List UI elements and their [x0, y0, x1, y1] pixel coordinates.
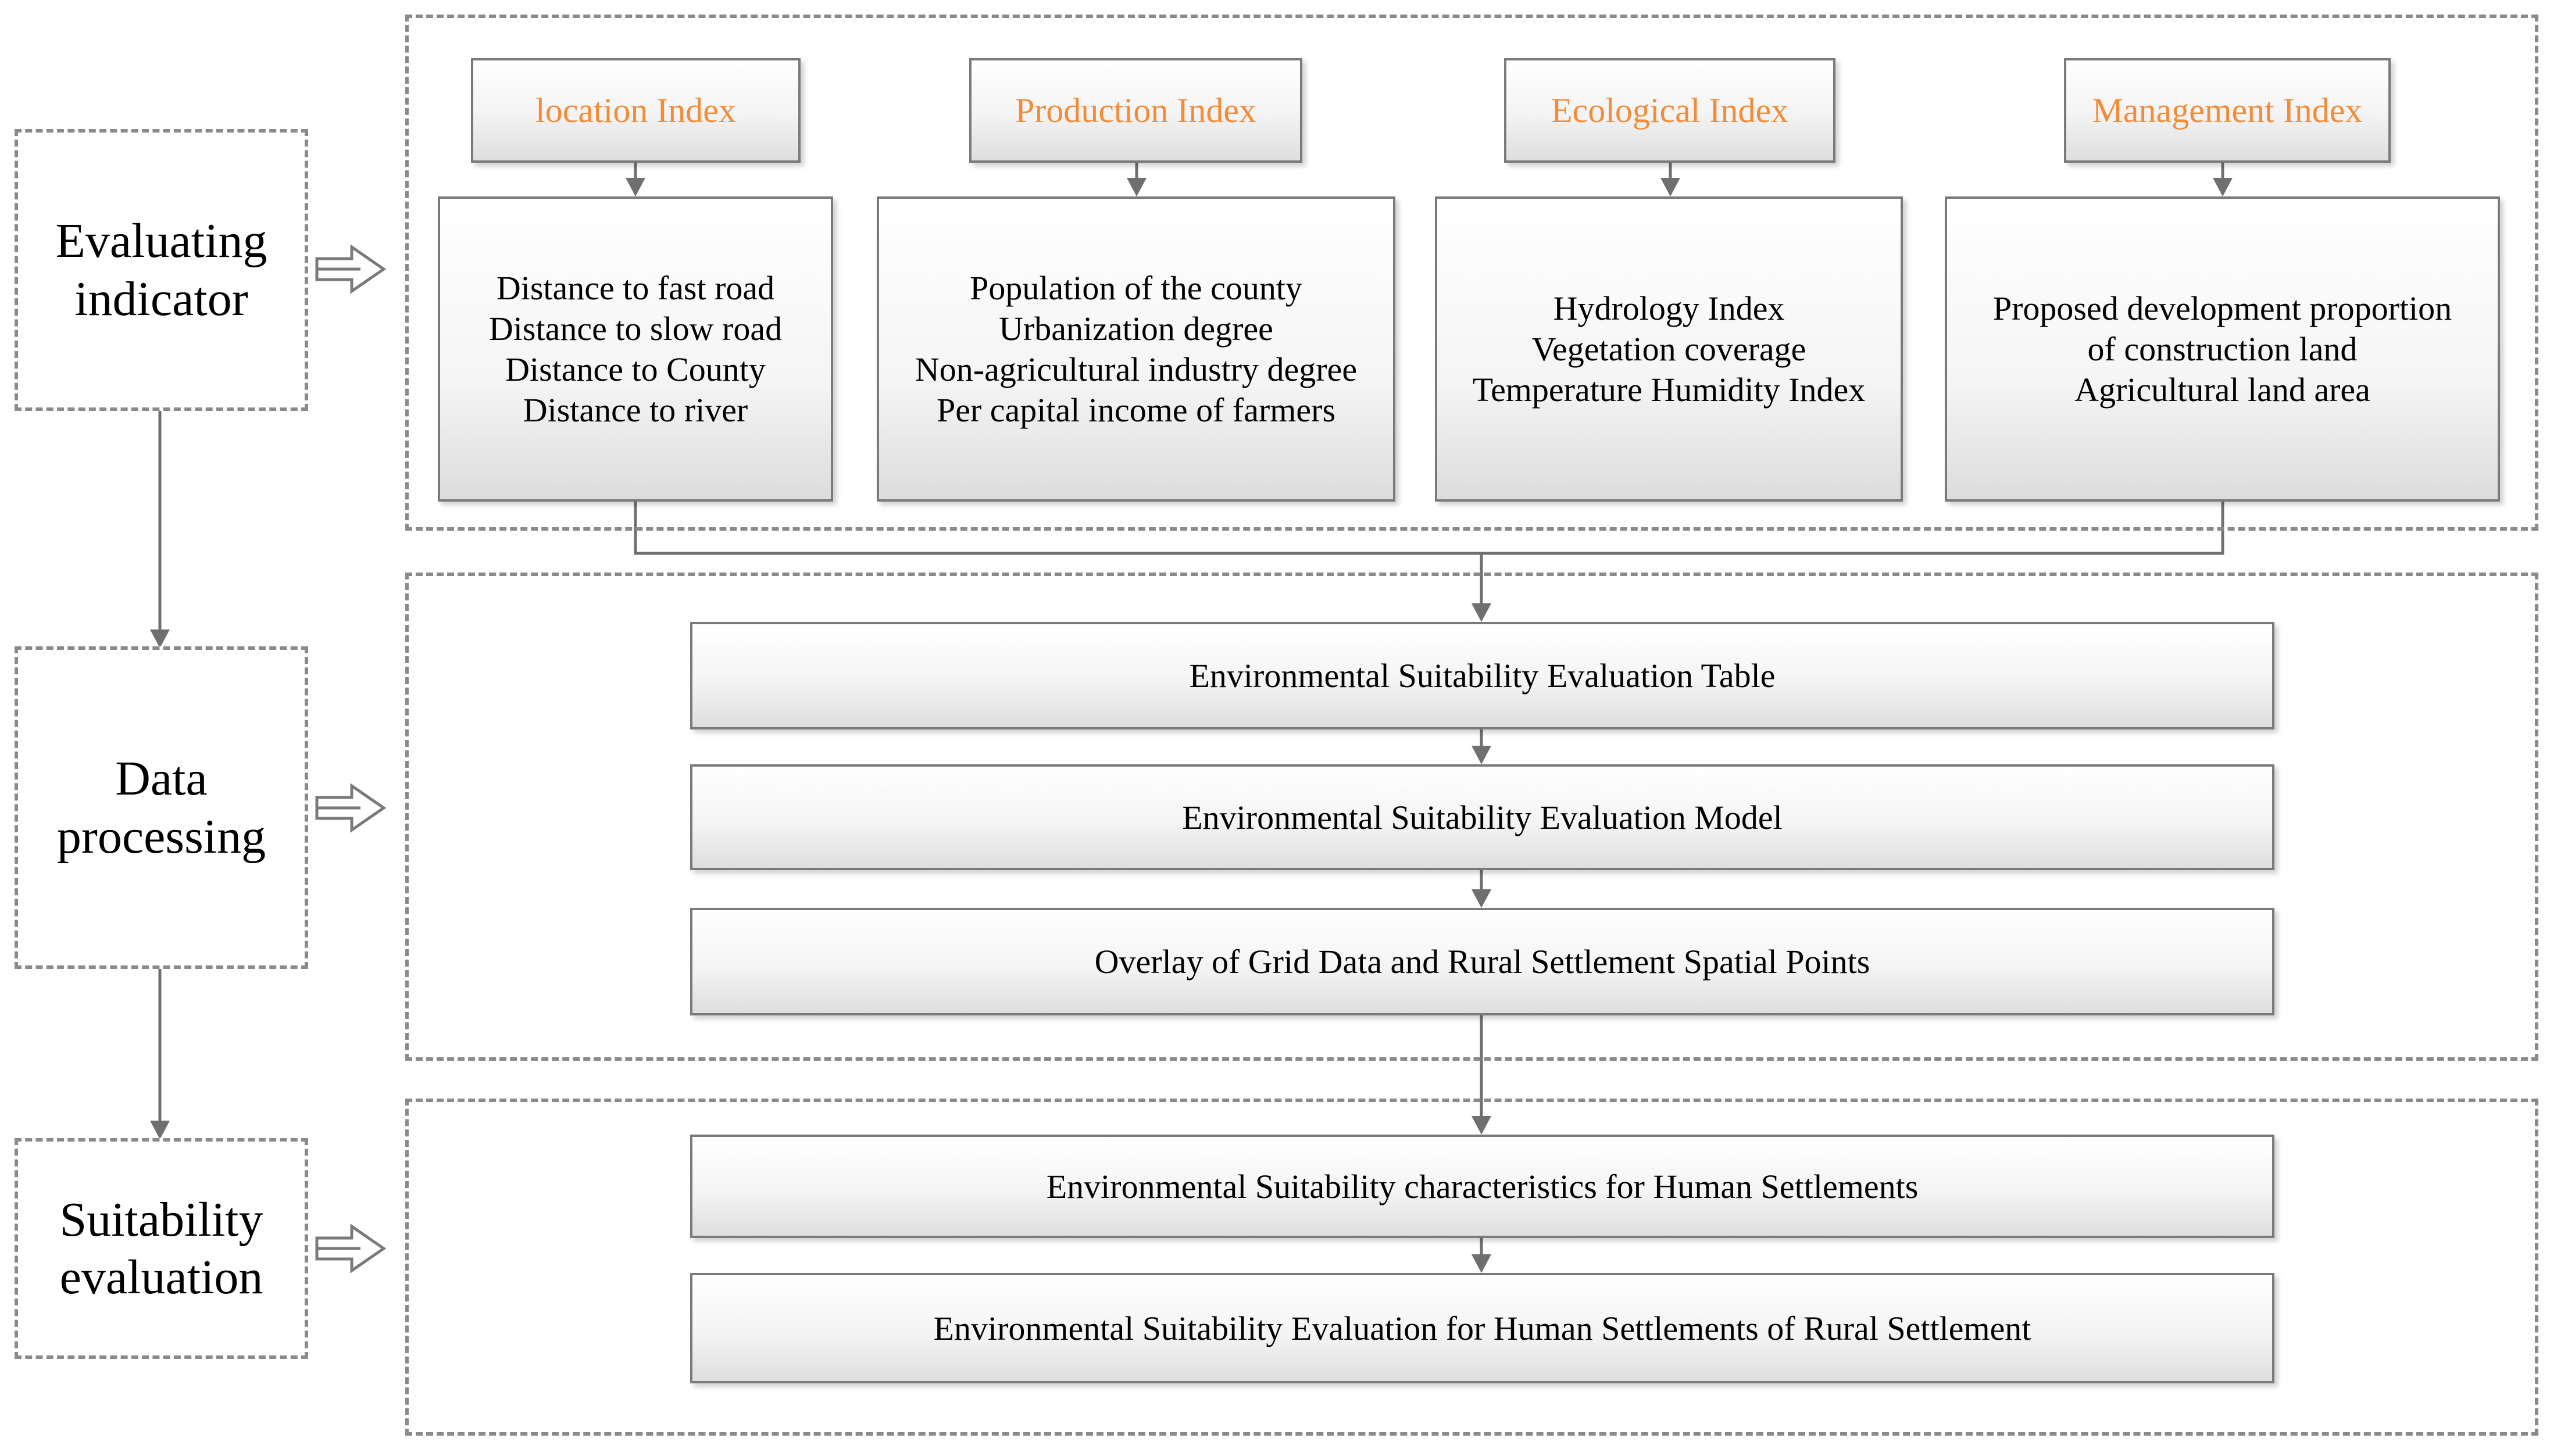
hollow-arrow-3 — [315, 1224, 387, 1273]
evaluation-box-characteristics: Environmental Suitability characteristic… — [690, 1135, 2274, 1238]
index-arrowhead-1 — [626, 178, 645, 196]
stage-data-processing: Data processing — [15, 646, 308, 969]
process-box-overlay: Overlay of Grid Data and Rural Settlemen… — [690, 908, 2274, 1015]
proc-arrowhead-2 — [1472, 889, 1491, 908]
process-box-evaluation-table: Environmental Suitability Evaluation Tab… — [690, 622, 2274, 729]
indicator-box-production: Population of the county Urbanization de… — [877, 196, 1395, 502]
index-header-location: location Index — [471, 58, 801, 163]
process-box-evaluation-model: Environmental Suitability Evaluation Mod… — [690, 764, 2274, 870]
index-arrowhead-2 — [1127, 178, 1147, 196]
proc-arrowhead-3 — [1472, 1116, 1491, 1135]
indicator-line: Hydrology Index — [1553, 289, 1785, 327]
stage-arrowhead-1 — [150, 629, 170, 648]
indicator-line: Distance to fast road — [496, 269, 775, 307]
indicator-line: Distance to river — [523, 391, 748, 429]
eval-arrowhead-1 — [1472, 1254, 1491, 1273]
indicator-line: Population of the county — [970, 269, 1302, 307]
index-header-label: location Index — [535, 91, 736, 130]
proc-arrowhead-1 — [1472, 746, 1491, 764]
hollow-arrow-2 — [315, 783, 387, 833]
process-label: Environmental Suitability Evaluation Mod… — [1182, 798, 1783, 836]
stage-arrowhead-2 — [150, 1121, 170, 1139]
stage-label: Suitability evaluation — [59, 1192, 263, 1304]
index-header-ecological: Ecological Index — [1504, 58, 1835, 163]
stage-suitability-evaluation: Suitability evaluation — [15, 1138, 308, 1359]
indicator-line: Agricultural land area — [2074, 370, 2370, 409]
hollow-arrow-1 — [315, 244, 387, 294]
index-arrowhead-4 — [2213, 178, 2233, 196]
process-label: Environmental Suitability Evaluation Tab… — [1189, 657, 1776, 695]
indicator-line: Temperature Humidity Index — [1472, 370, 1866, 409]
indicator-line: Distance to County — [505, 350, 766, 388]
indicator-line: Proposed development proportion — [1992, 289, 2452, 327]
indicator-line: Per capital income of farmers — [936, 391, 1336, 429]
indicator-line: Non-agricultural industry degree — [915, 350, 1358, 388]
process-label: Overlay of Grid Data and Rural Settlemen… — [1094, 943, 1870, 981]
panel-indicators — [405, 15, 2538, 531]
index-header-label: Production Index — [1015, 91, 1256, 130]
evaluation-box-rural-settlement: Environmental Suitability Evaluation for… — [690, 1273, 2274, 1383]
indicator-line: Distance to slow road — [488, 309, 783, 348]
index-arrowhead-3 — [1660, 178, 1680, 196]
index-header-production: Production Index — [969, 58, 1302, 163]
evaluation-label: Environmental Suitability Evaluation for… — [933, 1309, 2031, 1347]
index-header-label: Management Index — [2092, 91, 2363, 130]
evaluation-label: Environmental Suitability characteristic… — [1046, 1167, 1919, 1205]
stage-evaluating-indicator: Evaluating indicator — [15, 129, 308, 411]
indicator-line: Urbanization degree — [999, 309, 1273, 348]
index-header-label: Ecological Index — [1551, 91, 1789, 130]
stage-label: Data processing — [56, 752, 266, 864]
indicator-line: of construction land — [2087, 330, 2358, 368]
stage-label: Evaluating indicator — [55, 214, 267, 326]
indicator-box-management: Proposed development proportion of const… — [1945, 196, 2500, 502]
indicator-line: Vegetation coverage — [1531, 330, 1806, 368]
panel-processing — [405, 573, 2538, 1061]
panel-evaluation — [405, 1099, 2538, 1436]
index-header-management: Management Index — [2064, 58, 2391, 163]
indicator-box-ecological: Hydrology Index Vegetation coverage Temp… — [1435, 196, 1903, 502]
merge-arrowhead — [1472, 603, 1491, 622]
indicator-box-location: Distance to fast road Distance to slow r… — [438, 196, 833, 502]
